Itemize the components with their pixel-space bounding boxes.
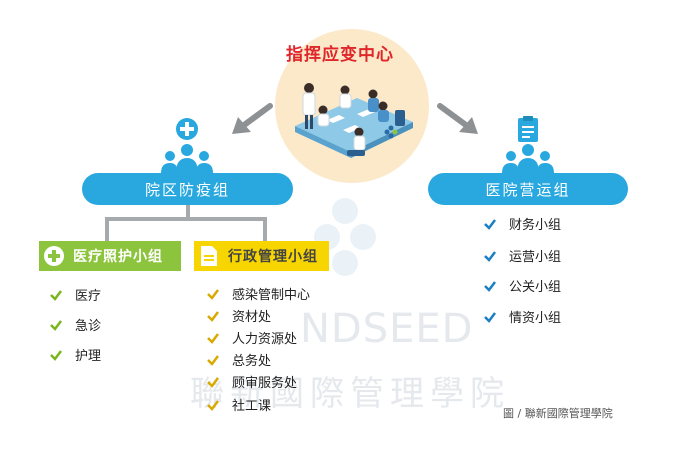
check-bullet-icon (207, 399, 219, 411)
list-item-label: 公关小组 (509, 280, 562, 295)
connector-horizontal (105, 217, 267, 221)
check-bullet-icon (207, 354, 219, 366)
connector-vertical-admin (263, 217, 267, 241)
list-item-label: 运营小组 (509, 250, 562, 265)
list-item: 公关小组 (483, 276, 561, 295)
list-item-label: 总务处 (232, 354, 272, 369)
list-item: 运营小组 (483, 246, 561, 265)
plus-icon (39, 241, 69, 271)
right-group-title: 医院营运组 (428, 173, 628, 205)
list-item-label: 财务小组 (509, 218, 562, 233)
meeting-illustration (295, 83, 413, 158)
check-bullet-icon (50, 349, 62, 361)
check-bullet-icon (484, 218, 496, 230)
list-item-label: 护理 (75, 349, 102, 364)
list-item: 社工课 (206, 395, 271, 414)
check-bullet-icon (484, 280, 496, 292)
arrow-head-right (459, 117, 478, 134)
left-group-title: 院区防疫组 (82, 173, 293, 205)
list-item: 顾审服务处 (206, 372, 297, 391)
list-item: 情资小组 (483, 307, 561, 326)
admin-subgroup-title: 行政管理小组 (194, 241, 329, 271)
connector-vertical-main (186, 205, 190, 219)
list-item-label: 情资小组 (509, 311, 562, 326)
list-item: 医疗 (49, 285, 101, 304)
watermark-text-cn: 聯新國際管理學院 (190, 374, 510, 414)
plus-team-icon (161, 118, 213, 173)
check-bullet-icon (484, 311, 496, 323)
check-bullet-icon (50, 319, 62, 331)
list-item: 人力资源处 (206, 328, 297, 347)
check-bullet-icon (50, 289, 62, 301)
list-item-label: 急诊 (75, 319, 102, 334)
medical-subgroup-title: 医疗照护小组 (39, 241, 181, 271)
list-item-label: 顾审服务处 (232, 376, 298, 391)
list-item: 总务处 (206, 350, 271, 369)
list-item-label: 资材处 (232, 310, 272, 325)
image-credit: 圖 / 聯新國際管理學院 (503, 407, 613, 420)
arrow-to-left-group (237, 103, 273, 131)
list-item: 护理 (49, 345, 101, 364)
check-bullet-icon (207, 288, 219, 300)
check-bullet-icon (207, 332, 219, 344)
check-bullet-icon (207, 310, 219, 322)
list-item: 感染管制中心 (206, 284, 310, 303)
watermark-text-en: NDSEED (300, 306, 474, 352)
arrow-to-right-group (437, 103, 473, 131)
arrow-head-left (232, 117, 251, 134)
list-item-label: 社工课 (232, 399, 272, 414)
watermark-logo (314, 198, 376, 276)
list-item-label: 感染管制中心 (232, 288, 311, 303)
command-center-title: 指挥应变中心 (286, 45, 394, 65)
document-icon (194, 241, 224, 271)
admin-subgroup-label: 行政管理小组 (228, 249, 318, 265)
connector-vertical-medical (105, 217, 109, 241)
check-bullet-icon (207, 376, 219, 388)
check-bullet-icon (484, 250, 496, 262)
medical-subgroup-label: 医疗照护小组 (73, 249, 163, 265)
clipboard-team-icon (502, 116, 554, 173)
list-item: 急诊 (49, 315, 101, 334)
list-item: 财务小组 (483, 214, 561, 233)
list-item: 资材处 (206, 306, 271, 325)
list-item-label: 医疗 (75, 289, 102, 304)
list-item-label: 人力资源处 (232, 332, 298, 347)
